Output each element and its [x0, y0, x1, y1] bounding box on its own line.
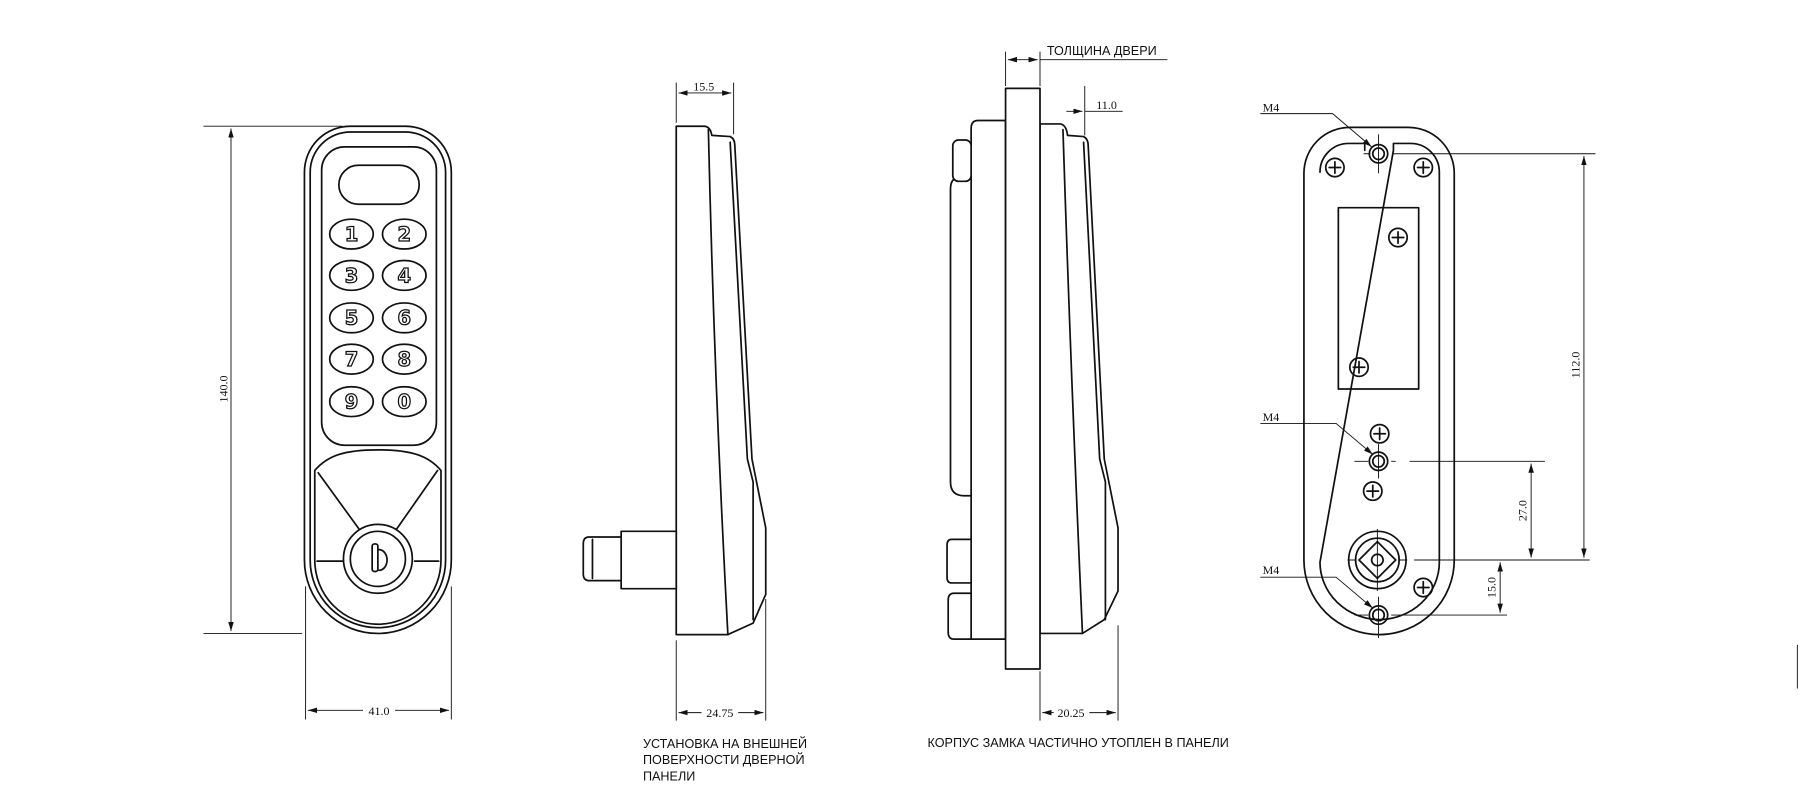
front-view: 1 2 3 4 5 6 7 8 9 0	[303, 125, 453, 635]
outer-flange-separator	[1062, 128, 1084, 635]
door-thickness-label: ТОЛЩИНА ДВЕРИ	[1047, 44, 1157, 58]
key-6: 6	[381, 302, 427, 334]
battery-compartment	[1337, 206, 1420, 390]
key-7: 7	[328, 343, 375, 375]
key-0: 0	[381, 385, 427, 418]
m4-label-top: M4	[1263, 100, 1280, 114]
key-7-label: 7	[345, 348, 359, 371]
key-8: 8	[381, 343, 427, 375]
key-cylinder-inner	[349, 530, 407, 588]
m4-leader-bottom	[1260, 576, 1374, 609]
key-5: 5	[328, 302, 375, 334]
front-body-inner-outline	[309, 131, 447, 629]
cam-shaft	[582, 536, 623, 582]
m4-leader-middle	[1260, 422, 1374, 455]
battery-cover	[949, 177, 973, 497]
side-body-outline	[675, 125, 767, 636]
bottom-depth-dimension-label: 24.75	[706, 706, 733, 720]
key-0-label: 0	[397, 391, 411, 414]
center-lines	[1347, 134, 1596, 639]
inner-body	[970, 119, 1007, 641]
width-dimension-label: 41.0	[368, 704, 389, 718]
surface-mount-caption-line-2: ПОВЕРХНОСТИ ДВЕРНОЙ	[643, 752, 805, 767]
side-flange-separator	[707, 128, 729, 636]
key-1: 1	[328, 218, 375, 250]
back-body-inner-outline	[1319, 142, 1441, 621]
screw-compartment-lower-icon	[1348, 357, 1370, 378]
screw-middle-lower-icon	[1362, 481, 1383, 502]
screw-compartment-upper-icon	[1387, 227, 1409, 248]
key-8-label: 8	[397, 348, 411, 371]
top-screw-boss	[951, 139, 973, 183]
top-hole-to-cylinder-dimension-label: 112.0	[1568, 352, 1582, 379]
surface-mount-caption-line-3: ПАНЕЛИ	[643, 769, 695, 783]
middle-hole-to-cylinder-dimension-label: 27.0	[1516, 500, 1530, 521]
back-view-dimensions: M4 M4 M4 112.0 27.0 15.0	[1260, 100, 1587, 613]
screw-top-left-icon	[1324, 157, 1345, 178]
side-view-surface-dimensions: 15.5 24.75 УСТАНОВКА НА ВНЕШНЕЙ ПОВЕРХНО…	[643, 80, 807, 784]
screw-top-right-icon	[1413, 157, 1434, 178]
lower-panel-bevel-left	[317, 471, 362, 533]
key-9: 9	[328, 385, 375, 418]
m4-label-bottom: M4	[1263, 563, 1280, 577]
lower-key-panel	[313, 448, 442, 626]
key-2-label: 2	[397, 223, 411, 246]
key-4: 4	[381, 259, 427, 292]
keypad-panel	[320, 146, 438, 447]
side-housing-edge	[729, 141, 754, 621]
key-9-label: 9	[345, 391, 359, 414]
bottom-screw-boss	[947, 592, 973, 641]
screw-middle-upper-icon	[1369, 423, 1390, 444]
key-3: 3	[328, 259, 375, 292]
cam-housing	[620, 530, 678, 590]
outer-body	[1039, 123, 1119, 635]
top-depth-dimension-label: 15.5	[693, 80, 714, 94]
surface-mount-caption-line-1: УСТАНОВКА НА ВНЕШНЕЙ	[643, 736, 807, 751]
cylinder-to-bottom-hole-dimension-label: 15.0	[1485, 577, 1499, 598]
screw-bottom-right-icon	[1413, 577, 1434, 598]
recessed-caption: КОРПУС ЗАМКА ЧАСТИЧНО УТОПЛЕН В ПАНЕЛИ	[928, 736, 1229, 750]
keyhole-lobe	[378, 548, 388, 572]
keyhole-icon	[371, 543, 379, 573]
keypad-keys: 1 2 3 4 5 6 7 8 9 0	[328, 218, 427, 418]
key-4-label: 4	[397, 264, 411, 287]
key-5-label: 5	[345, 307, 359, 330]
key-3-label: 3	[345, 264, 359, 287]
outer-housing-edge	[1082, 141, 1107, 621]
side-view-recessed	[946, 87, 1119, 670]
side-view-recessed-dimensions: ТОЛЩИНА ДВЕРИ 11.0 20.25 КОРПУС ЗАМКА ЧА…	[928, 44, 1229, 750]
m4-leader-top	[1260, 113, 1372, 148]
recessed-depth-dimension-label: 20.25	[1057, 706, 1084, 720]
front-dimensions: 140.0 41.0	[203, 125, 452, 720]
recess-dimension-label: 11.0	[1096, 98, 1117, 112]
key-1-label: 1	[345, 223, 359, 246]
back-view	[1303, 126, 1596, 639]
display-window	[338, 164, 421, 206]
front-body-outline	[303, 125, 453, 635]
lower-panel-bevel-right	[394, 469, 439, 533]
side-view-surface-mount	[582, 125, 767, 636]
key-6-label: 6	[397, 307, 411, 330]
back-body-outline	[1303, 126, 1456, 636]
m4-label-middle: M4	[1263, 410, 1280, 424]
height-dimension-label: 140.0	[217, 375, 231, 402]
key-2: 2	[381, 218, 427, 250]
lower-screw-boss	[946, 538, 973, 584]
door-panel	[1004, 87, 1041, 670]
